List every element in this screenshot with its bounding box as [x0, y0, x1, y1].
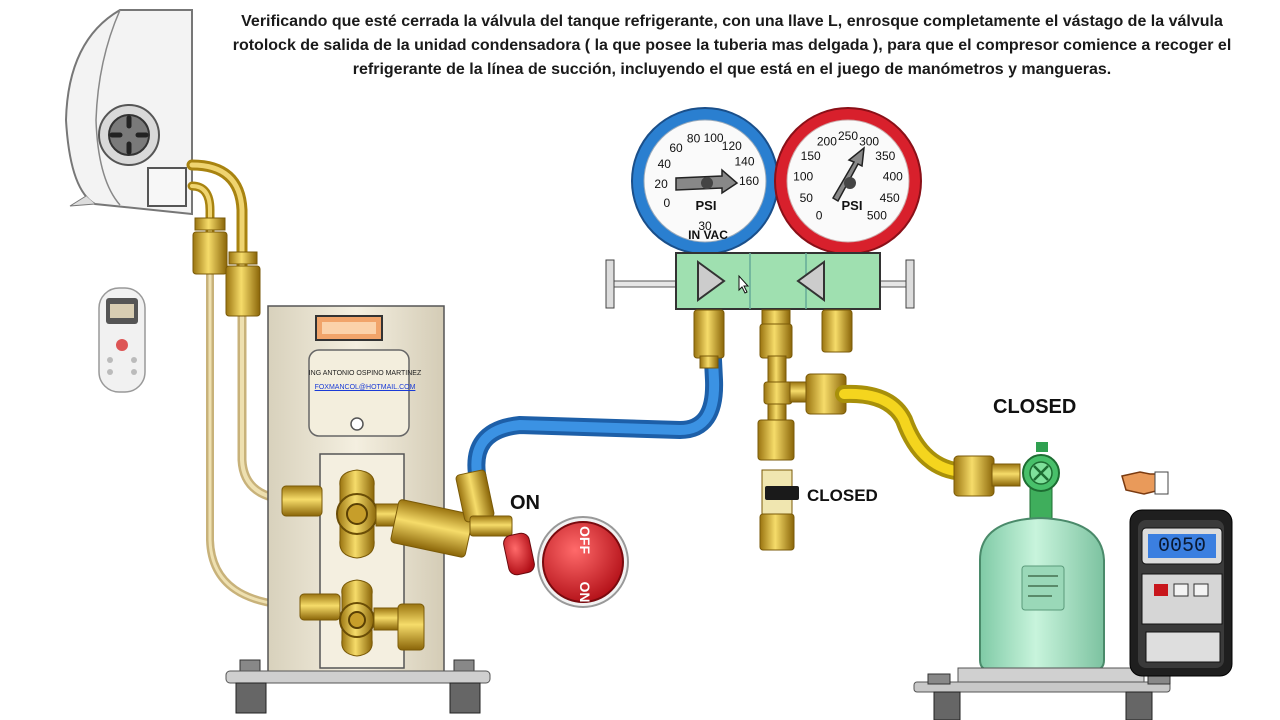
- high-gauge-tick-label: 150: [801, 149, 821, 163]
- high-gauge-tick-label: 100: [793, 169, 813, 183]
- tank-valve-state-label: CLOSED: [993, 396, 1077, 418]
- high-side-valve-handle[interactable]: [796, 260, 825, 302]
- fan-icon: [109, 115, 149, 155]
- high-gauge-tick-label: 300: [859, 134, 879, 148]
- gauge-needle-icon: [675, 168, 739, 195]
- blue-hose: [467, 331, 724, 489]
- high-gauge-tick-label: 500: [867, 209, 887, 223]
- low-gauge-tick-label: 100: [704, 131, 724, 145]
- tank-valve-handwheel[interactable]: [1022, 442, 1060, 492]
- tee-valve-state-label: CLOSED: [807, 486, 878, 505]
- tank-valve-body: [991, 463, 1021, 487]
- high-gauge-tick-label: 250: [838, 129, 858, 143]
- power-switch[interactable]: OFF ON: [537, 516, 629, 608]
- high-gauge-tick-label: 0: [816, 209, 823, 223]
- switch-on-text: ON: [577, 582, 593, 603]
- high-gauge-tick-label: 50: [800, 191, 814, 205]
- low-gauge-tick-label: 20: [654, 177, 668, 191]
- author-label: ING ANTONIO OSPINO MARTINEZ: [308, 370, 422, 377]
- scale-power-button[interactable]: [1154, 584, 1168, 596]
- instruction-text: Verificando que esté cerrada la válvula …: [232, 13, 1232, 78]
- low-gauge-tick-label: 140: [734, 155, 754, 169]
- flare-nut: [192, 217, 261, 317]
- low-gauge-tick-label: 120: [722, 139, 742, 153]
- email-link[interactable]: FOXMANCOL@HOTMAIL.COM: [314, 384, 416, 391]
- scale-controller: [1129, 509, 1233, 677]
- gauge-needle-icon: [831, 146, 865, 203]
- pointing-hand-icon: [1121, 471, 1169, 495]
- yellow-hose: [835, 384, 973, 481]
- hose-valve-knob[interactable]: [502, 532, 536, 577]
- low-gauge-tick-label: 40: [658, 157, 672, 171]
- high-gauge-tick-label: 400: [883, 169, 903, 183]
- tee-shutoff-valve[interactable]: [759, 469, 799, 551]
- low-side-valve-handle[interactable]: [697, 260, 726, 302]
- hose-fitting: [455, 469, 513, 537]
- low-gauge-vac-unit: IN VAC: [688, 228, 728, 242]
- high-gauge-tick-label: 350: [875, 149, 895, 163]
- cursor-icon: [738, 274, 750, 294]
- high-gauge-tick-label: 200: [817, 134, 837, 148]
- scale-platform: [913, 667, 1171, 720]
- switch-state-label: ON: [510, 492, 540, 514]
- scale-zero-button[interactable]: [1193, 583, 1209, 597]
- low-gauge-tick-label: 0: [664, 196, 671, 210]
- high-gauge-tick-label: 450: [880, 191, 900, 205]
- refrigerant-tank: [979, 479, 1105, 671]
- scale-unit-button[interactable]: [1173, 583, 1189, 597]
- switch-off-text: OFF: [577, 526, 593, 554]
- low-gauge-tick-label: 60: [669, 141, 683, 155]
- yellow-hose-fitting: [953, 455, 995, 497]
- scale-reading: 0050: [1157, 535, 1206, 558]
- high-gauge-unit: PSI: [842, 198, 863, 213]
- remote-control-icon: [98, 287, 146, 393]
- indoor-unit: [64, 9, 193, 216]
- suction-service-valve[interactable]: [281, 469, 474, 559]
- low-gauge-unit: PSI: [696, 198, 717, 213]
- low-gauge-vac-tick-label: 30: [698, 219, 712, 233]
- low-gauge-tick-label: 80: [687, 132, 701, 146]
- liquid-service-valve[interactable]: [299, 579, 425, 657]
- tee-fitting: [757, 355, 847, 461]
- low-gauge-tick-label: 160: [739, 174, 759, 188]
